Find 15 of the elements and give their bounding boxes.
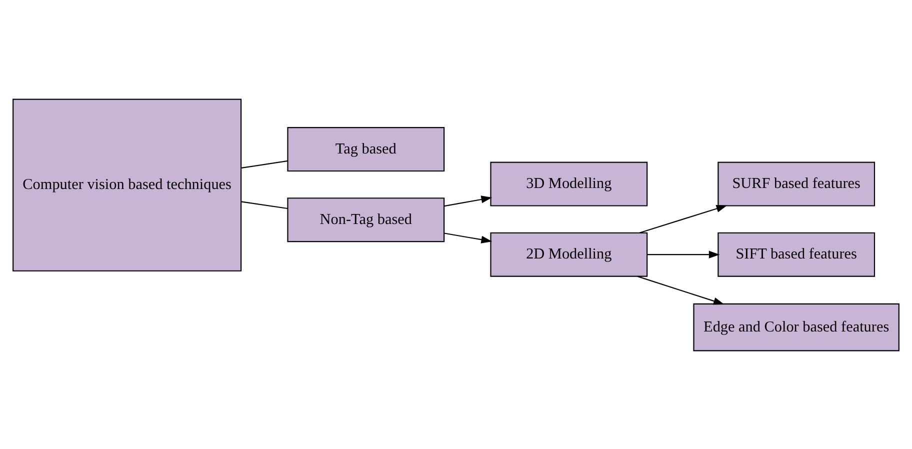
node-box: Tag based <box>287 126 445 172</box>
node-box: SIFT based features <box>718 232 876 276</box>
node-box: 3D Modelling <box>490 161 648 206</box>
node-box: SURF based features <box>718 161 876 206</box>
arrow <box>637 275 724 304</box>
connector <box>241 160 288 168</box>
connector <box>241 200 288 209</box>
node-box: Non-Tag based <box>287 197 445 242</box>
arrow <box>639 204 728 233</box>
arrow <box>444 232 492 243</box>
arrow <box>647 250 720 258</box>
node-box: Edge and Color based features <box>693 302 900 351</box>
node-box: Computer vision based techniques <box>12 98 242 271</box>
node-box: 2D Modelling <box>490 232 648 276</box>
arrow <box>444 195 492 206</box>
